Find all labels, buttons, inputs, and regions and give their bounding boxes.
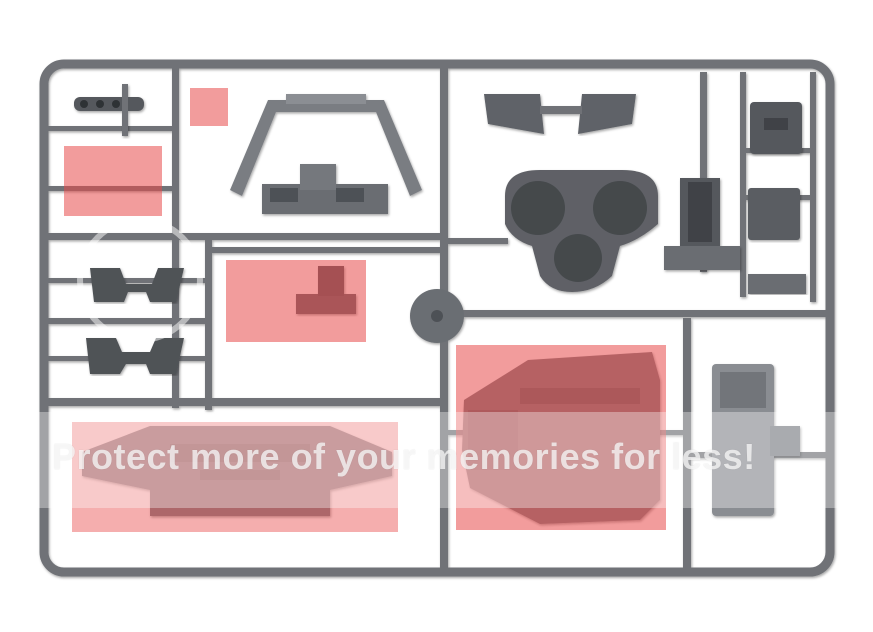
- part-binocular-housing: [505, 170, 658, 292]
- part-long-panel: [82, 426, 392, 516]
- part-bracket-upper: [90, 268, 184, 302]
- part-side-plates: [484, 94, 636, 134]
- watermark-logo-mark: [77, 217, 203, 343]
- part-tall-panel: [712, 364, 800, 516]
- sprue-frame: [39, 59, 835, 577]
- highlight-boxes: [64, 88, 666, 532]
- part-clip-small: [74, 84, 144, 136]
- part-box-lower: [748, 188, 800, 240]
- part-box-upper: [750, 102, 802, 154]
- part-bracket-lower: [86, 338, 184, 374]
- part-arch-frame: [230, 94, 422, 214]
- part-engine-block: [664, 178, 740, 270]
- part-small-plate: [748, 274, 806, 294]
